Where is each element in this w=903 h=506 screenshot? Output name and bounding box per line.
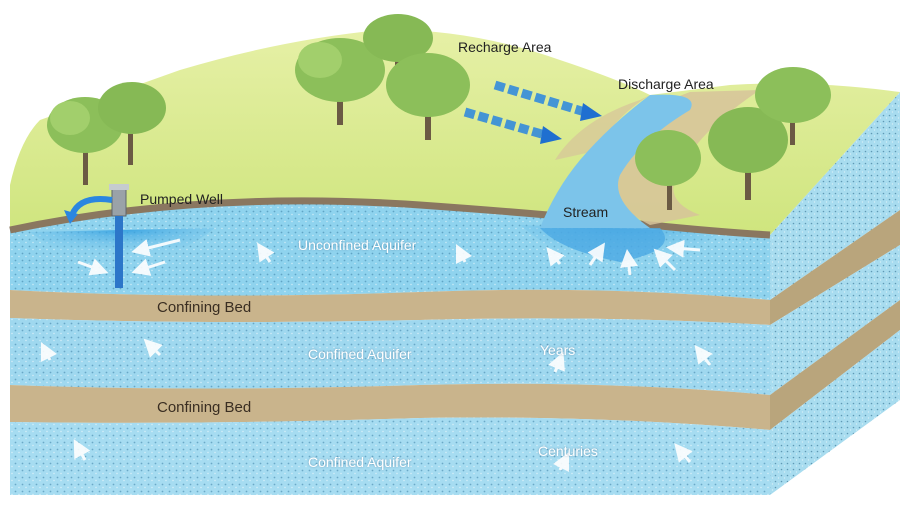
flow-arrow-icon	[131, 258, 166, 276]
tree-icon	[98, 82, 166, 165]
flow-arrow-icon	[666, 239, 701, 258]
recharge-arrows	[463, 80, 602, 144]
flow-arrow-icon	[257, 242, 275, 263]
stream-water	[540, 94, 692, 228]
tree-icon	[755, 67, 831, 145]
confined-aquifer-label-lower: Confined Aquifer	[308, 454, 412, 470]
unconfined-aquifer-label: Unconfined Aquifer	[298, 237, 417, 253]
flow-arrow-icon	[540, 126, 562, 144]
flow-arrow-icon	[548, 351, 565, 373]
flow-arrow-icon	[77, 258, 109, 276]
flow-arrow-icon	[653, 248, 677, 272]
years-label: Years	[540, 342, 576, 358]
flow-arrow-icon	[546, 246, 565, 267]
tree-icon	[635, 130, 701, 210]
flow-arrow-icon	[143, 338, 163, 358]
tree-icon	[47, 97, 123, 185]
confining-bed-label-upper: Confining Bed	[157, 299, 252, 316]
pumped-well-label: Pumped Well	[140, 191, 224, 207]
upper-confining-bed	[10, 289, 770, 325]
flow-arrow-icon	[620, 249, 638, 276]
discharge-area-label: Discharge Area	[618, 76, 714, 92]
flow-arrow-icon	[131, 238, 181, 257]
side-face	[770, 92, 900, 495]
centuries-label: Centuries	[538, 443, 598, 459]
lower-confining-bed	[10, 383, 770, 430]
flow-arrow-icon	[674, 443, 693, 463]
flow-arrow-icon	[694, 344, 713, 366]
flow-arrow-icon	[580, 103, 602, 121]
confining-bed-label-lower: Confining Bed	[157, 399, 252, 416]
flow-arrow-icon	[455, 243, 473, 265]
tree-icon	[708, 107, 788, 200]
tree-icon	[295, 38, 385, 125]
trees	[47, 14, 831, 210]
tree-icon	[386, 53, 470, 140]
confined-aquifer-label-upper: Confined Aquifer	[308, 346, 412, 362]
stream-label: Stream	[563, 204, 609, 220]
flow-arrow-icon	[40, 341, 58, 363]
groundwater-flow-arrows	[40, 238, 713, 473]
flow-arrow-icon	[552, 451, 570, 473]
well-icon	[64, 184, 129, 288]
recharge-area-label: Recharge Area	[458, 39, 552, 55]
tree-icon	[363, 14, 433, 75]
flow-arrow-icon	[73, 439, 91, 461]
flow-arrow-icon	[587, 242, 605, 266]
